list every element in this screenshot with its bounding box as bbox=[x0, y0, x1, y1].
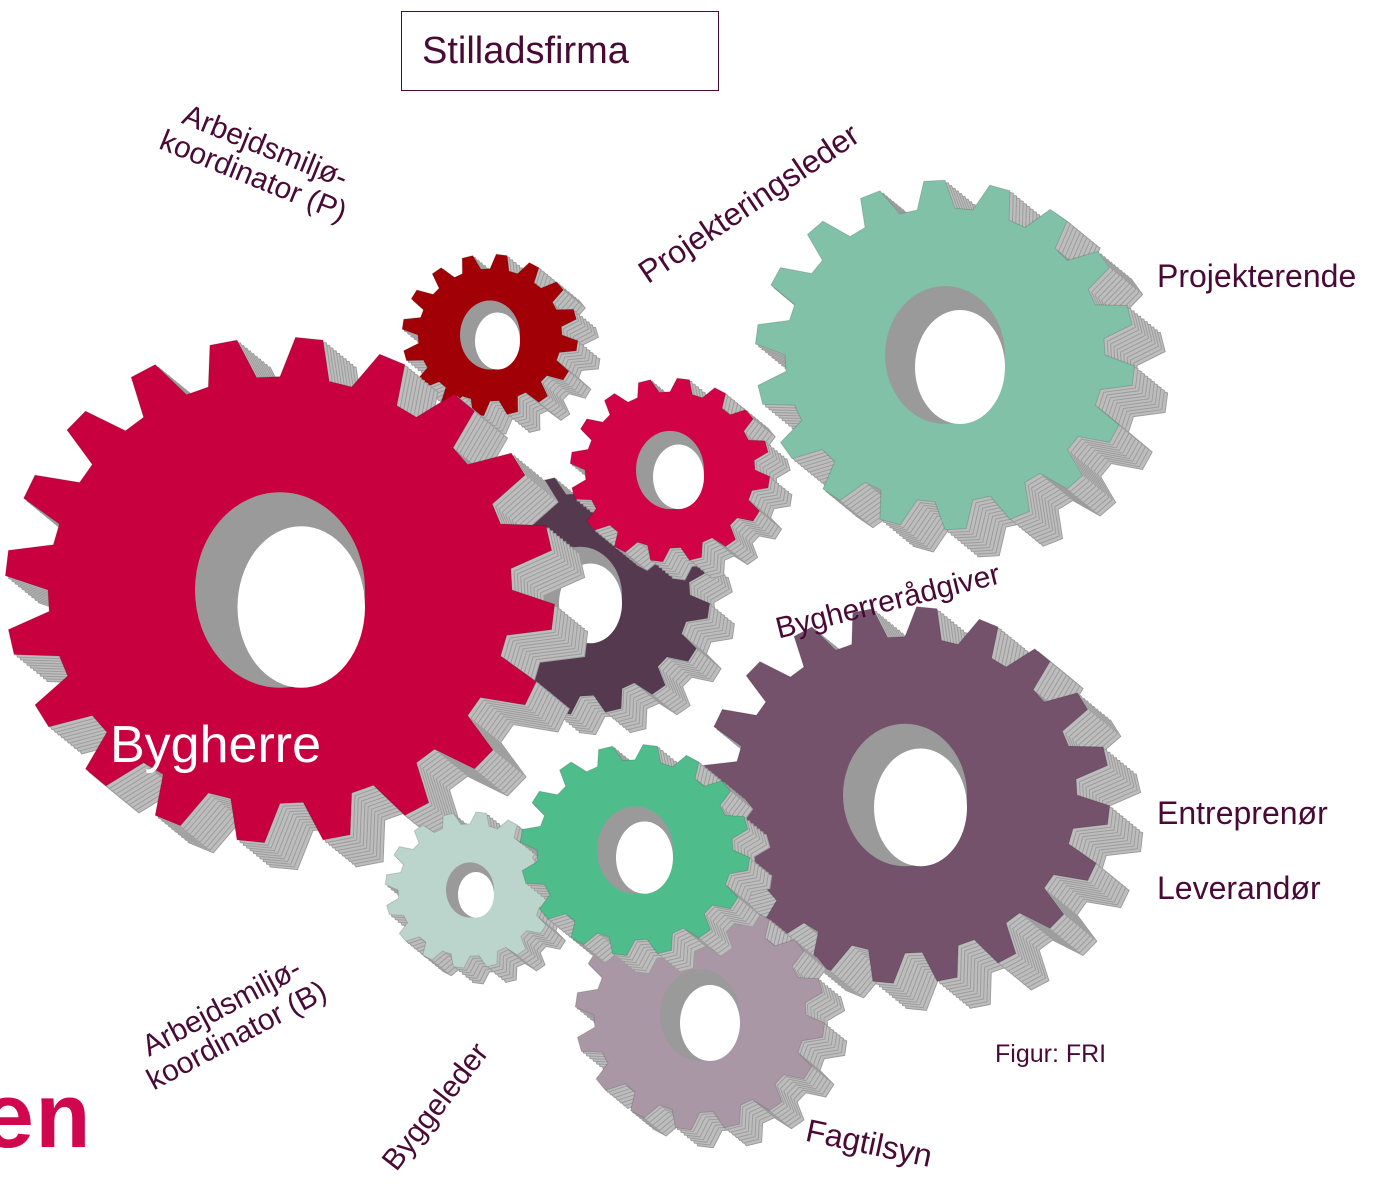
gear-bygherre bbox=[4, 336, 589, 871]
gear-projekterende bbox=[754, 179, 1169, 558]
gear-projekteringsleder bbox=[569, 377, 793, 581]
gear-amk-b bbox=[384, 811, 575, 985]
figure-credit: Figur: FRI bbox=[995, 1040, 1107, 1068]
stilladsfirma-box: Stilladsfirma bbox=[401, 11, 719, 91]
label-leverandor: Leverandør bbox=[1157, 870, 1321, 906]
label-bygherre: Bygherre bbox=[110, 716, 321, 774]
label-entreprenor: Entreprenør bbox=[1157, 795, 1328, 831]
gear-entreprenor bbox=[699, 606, 1144, 1011]
partial-heading-text: en bbox=[0, 1070, 91, 1175]
label-projekterende: Projekterende bbox=[1157, 258, 1357, 294]
gear-amk-p bbox=[401, 253, 601, 435]
gear-byggeleder bbox=[519, 743, 773, 975]
stilladsfirma-label: Stilladsfirma bbox=[422, 29, 629, 72]
